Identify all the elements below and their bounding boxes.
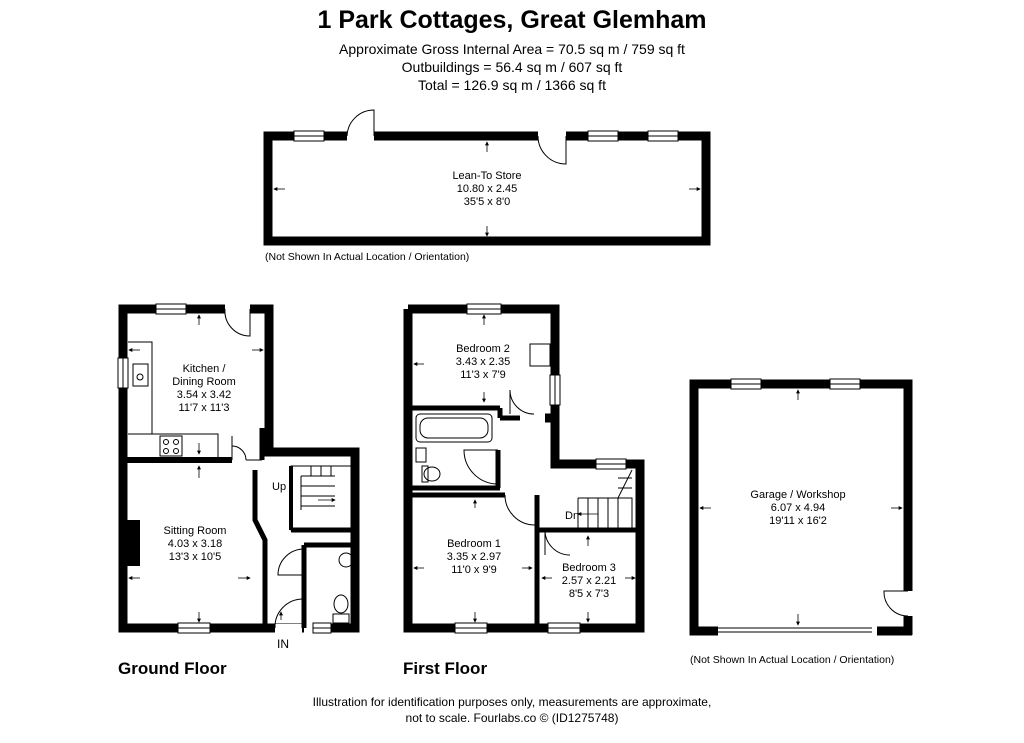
first-floor-plan: Bedroom 2 3.43 x 2.35 11'3 x 7'9 Bedroom… [403, 303, 645, 634]
sitting-room-metric: 4.03 x 3.18 [168, 538, 222, 550]
bedroom3-name: Bedroom 3 [562, 562, 616, 574]
sitting-room-name: Sitting Room [164, 525, 227, 537]
bedroom2-imperial: 11'3 x 7'9 [460, 369, 506, 381]
window [117, 357, 129, 389]
stairs-up-label: Up [272, 481, 286, 493]
lean-to-store: Lean-To Store 10.80 x 2.45 35'5 x 8'0 [263, 109, 711, 246]
kitchen-name-line1: Kitchen / [183, 363, 227, 375]
bedroom1-imperial: 11'0 x 9'9 [451, 564, 497, 576]
bedroom3-metric: 2.57 x 2.21 [562, 575, 616, 587]
garage-note: (Not Shown In Actual Location / Orientat… [690, 654, 894, 666]
window [647, 130, 679, 142]
plan-title: 1 Park Cottages, Great Glemham [317, 6, 707, 34]
lean-to-imperial: 35'5 x 8'0 [464, 196, 510, 208]
disclaimer: Illustration for identification purposes… [0, 694, 1024, 726]
kitchen-name-line2: Dining Room [172, 376, 236, 388]
window [595, 458, 627, 470]
bedroom2-name: Bedroom 2 [456, 343, 510, 355]
kitchen-imperial: 11'7 x 11'3 [179, 402, 230, 414]
bedroom1-name: Bedroom 1 [447, 538, 501, 550]
window [177, 622, 211, 634]
window [730, 378, 762, 390]
lean-to-note: (Not Shown In Actual Location / Orientat… [265, 251, 469, 263]
window [312, 622, 332, 634]
bedroom2-metric: 3.43 x 2.35 [456, 356, 510, 368]
garage-imperial: 19'11 x 16'2 [769, 515, 827, 527]
ground-floor-label: Ground Floor [118, 659, 227, 678]
ground-floor-plan: Kitchen / Dining Room 3.54 x 3.42 11'7 x… [117, 303, 360, 651]
window [155, 303, 187, 315]
kitchen-metric: 3.54 x 3.42 [177, 389, 231, 401]
stairs-down-label: Dn [565, 510, 579, 522]
gross-internal-area: Approximate Gross Internal Area = 70.5 s… [339, 41, 685, 57]
lean-to-metric: 10.80 x 2.45 [457, 183, 518, 195]
garage-name: Garage / Workshop [750, 489, 845, 501]
window [454, 622, 488, 634]
disclaimer-line1: Illustration for identification purposes… [312, 695, 712, 709]
sitting-room-imperial: 13'3 x 10'5 [169, 551, 222, 563]
entrance-label: IN [277, 637, 289, 651]
window [293, 130, 325, 142]
disclaimer-line2: not to scale. Fourlabs.co © (ID1275748) [405, 711, 619, 725]
outbuildings-area: Outbuildings = 56.4 sq m / 607 sq ft [401, 59, 623, 75]
window [587, 130, 619, 142]
window [829, 378, 861, 390]
window [549, 374, 561, 406]
window [547, 622, 581, 634]
lean-to-name: Lean-To Store [452, 170, 521, 182]
window [466, 303, 502, 315]
garage-workshop: Garage / Workshop 6.07 x 4.94 19'11 x 16… [689, 378, 913, 636]
garage-metric: 6.07 x 4.94 [771, 502, 825, 514]
total-area: Total = 126.9 sq m / 1366 sq ft [418, 77, 606, 93]
bedroom1-metric: 3.35 x 2.97 [447, 551, 501, 563]
first-floor-label: First Floor [403, 659, 488, 678]
bedroom3-imperial: 8'5 x 7'3 [569, 588, 609, 600]
